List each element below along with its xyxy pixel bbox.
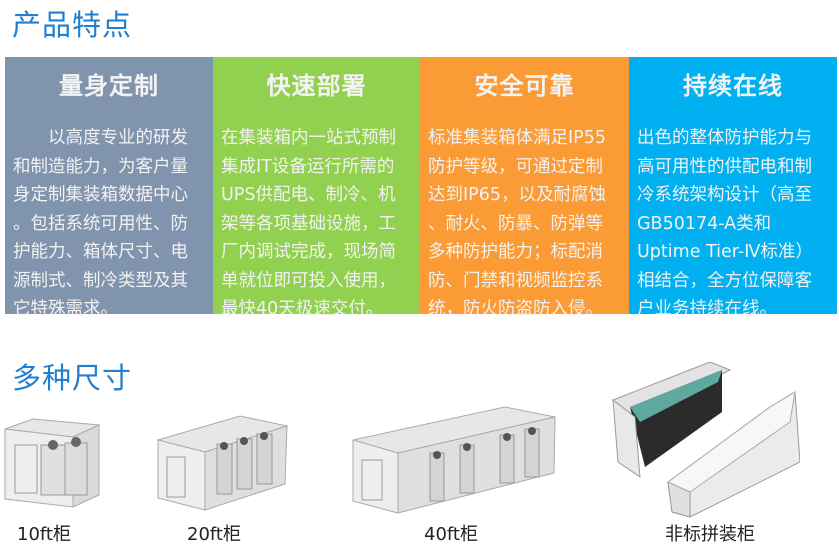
- size-label-modular: 非标拼装柜: [665, 524, 755, 545]
- panel-text-line: 源制式、制冷类型及其: [13, 270, 188, 291]
- panel-text-line: 和制造能力，为客户量: [13, 156, 188, 177]
- container-40ft-image: [352, 406, 556, 514]
- size-label-10ft: 10ft柜: [17, 524, 71, 545]
- panel-text-line: 多种防护能力；标配消: [428, 242, 603, 262]
- panel-text-line: 防、门禁和视频监控系: [428, 270, 603, 291]
- container-modular-image: [611, 362, 800, 518]
- feature-panel-safety: 安全可靠 标准集装箱体满足IP55 防护等级，可通过定制 达到IP65，以及耐腐…: [420, 57, 629, 319]
- panel-text-line: 防护等级，可通过定制: [428, 156, 603, 177]
- panel-text-line: 出色的整体防护能力与: [637, 128, 812, 148]
- panel-text-line: 户业务持续在线。: [637, 299, 777, 319]
- panel-text-line: 达到IP65，以及耐腐蚀: [428, 185, 606, 205]
- container-10ft-image: [4, 418, 101, 508]
- panel-text-line: 、耐火、防暴、防弹等: [428, 213, 603, 234]
- panel-text-line: 相结合，全方位保障客: [637, 270, 812, 291]
- panel-body: 在集装箱内一站式预制 集成IT设备运行所需的 UPS供配电、制冷、机 架等各项基…: [213, 112, 420, 324]
- panel-title: 量身定制: [59, 72, 159, 100]
- panel-text-line: 身定制集装箱数据中心: [13, 185, 188, 205]
- panel-title: 安全可靠: [474, 72, 575, 100]
- panel-text-line: 高可用性的供配电和制: [637, 156, 812, 177]
- panel-text-line: 标准集装箱体满足IP55: [428, 128, 606, 148]
- size-label-40ft: 40ft柜: [424, 524, 478, 545]
- panel-text-line: 架等各项基础设施，工: [221, 213, 396, 234]
- feature-panel-always-online: 持续在线 出色的整体防护能力与 高可用性的供配电和制 冷系统架构设计（高至 GB…: [629, 57, 837, 319]
- size-label-20ft: 20ft柜: [187, 524, 241, 545]
- panel-text-line: 厂内调试完成，现场简: [221, 242, 396, 262]
- panel-text-line: 它特殊需求。: [13, 299, 118, 319]
- panel-text-line: 在集装箱内一站式预制: [221, 128, 396, 148]
- panel-text-line: Uptime Tier-Ⅳ标准）: [637, 242, 813, 262]
- features-title: 产品特点: [12, 8, 133, 42]
- panel-text-line: 护能力、箱体尺寸、电: [13, 242, 188, 262]
- panel-title: 快速部署: [266, 72, 367, 100]
- feature-panel-fast-deploy: 快速部署 在集装箱内一站式预制 集成IT设备运行所需的 UPS供配电、制冷、机 …: [213, 57, 420, 319]
- panel-text-line: 最快40天极速交付。: [221, 299, 384, 319]
- panel-text-line: 单就位即可投入使用，: [221, 270, 396, 291]
- panel-title: 持续在线: [683, 72, 783, 100]
- panel-text-line: 统，防火防盗防入侵。: [428, 299, 603, 319]
- panel-text-line: 以高度专业的研发: [13, 128, 188, 148]
- container-20ft-image: [156, 415, 289, 511]
- panel-text-line: 冷系统架构设计（高至: [637, 185, 812, 205]
- panel-body: 标准集装箱体满足IP55 防护等级，可通过定制 达到IP65，以及耐腐蚀 、耐火…: [420, 112, 629, 324]
- sizes-title: 多种尺寸: [12, 361, 133, 395]
- feature-panel-customization: 量身定制 以高度专业的研发 和制造能力，为客户量 身定制集装箱数据中心 。包括系…: [5, 57, 213, 319]
- panel-body: 以高度专业的研发 和制造能力，为客户量 身定制集装箱数据中心 。包括系统可用性、…: [5, 112, 213, 324]
- panel-text-line: GB50174-A类和: [637, 213, 772, 234]
- panel-text-line: 。包括系统可用性、防: [13, 213, 188, 234]
- panel-text-line: 集成IT设备运行所需的: [221, 156, 395, 177]
- panel-body: 出色的整体防护能力与 高可用性的供配电和制 冷系统架构设计（高至 GB50174…: [629, 112, 837, 324]
- panel-text-line: UPS供配电、制冷、机: [221, 185, 396, 205]
